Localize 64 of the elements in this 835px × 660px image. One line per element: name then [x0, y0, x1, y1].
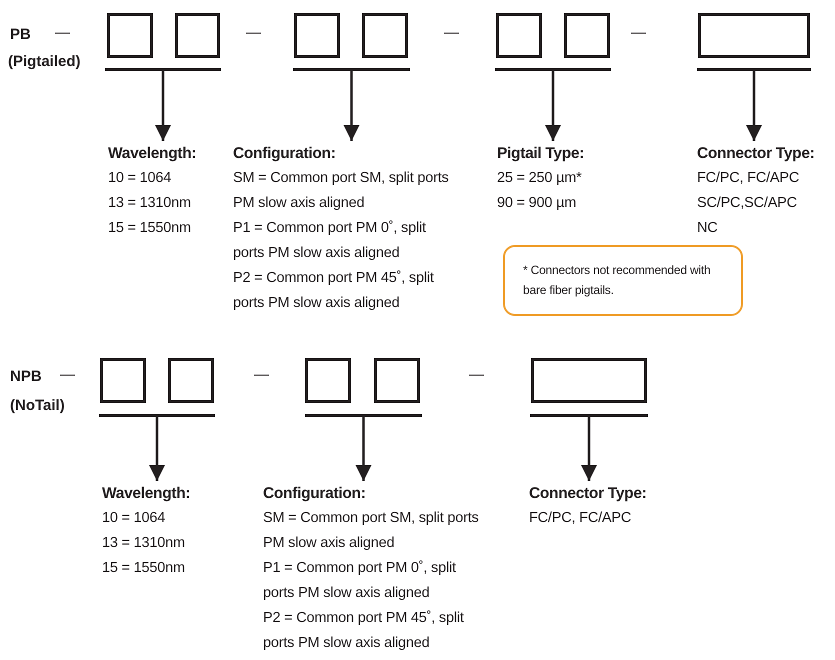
code-box — [305, 358, 351, 403]
separator-dash: — — [469, 365, 484, 385]
underline-bar — [697, 68, 811, 71]
option-heading: Configuration: — [263, 484, 367, 504]
option-text: P1 = Common port PM 0˚, split ports PM slow axis aligned — [263, 559, 457, 603]
arrow — [746, 71, 762, 141]
arrow — [344, 71, 360, 141]
option-text: FC/PC, FC/APC — [697, 169, 800, 188]
option-text: SM = Common port SM, split ports PM slow axis aligned — [263, 509, 480, 553]
option-text: P2 = Common port PM 45˚, split ports PM slow axis aligned — [263, 609, 465, 653]
code-box — [374, 358, 420, 403]
code-box — [362, 13, 408, 58]
option-heading: Wavelength: — [102, 484, 192, 504]
option-text: 25 = 250 µm* — [497, 169, 583, 188]
separator-dash: — — [444, 23, 459, 43]
code-box — [496, 13, 542, 58]
option-heading: Configuration: — [233, 144, 337, 164]
option-text: 10 = 1064 — [102, 509, 166, 528]
option-heading: Pigtail Type: — [497, 144, 586, 164]
code-prefix: NPB — [10, 367, 42, 387]
arrow — [545, 71, 561, 141]
separator-dash: — — [254, 365, 269, 385]
option-text: SM = Common port SM, split ports PM slow axis aligned — [233, 169, 450, 213]
note-text: * Connectors not recommended with bare fiber pigtails. — [523, 262, 712, 299]
option-text: FC/PC, FC/APC — [529, 509, 632, 528]
arrow — [155, 71, 171, 141]
underline-bar — [99, 414, 215, 417]
separator-dash: — — [55, 23, 70, 43]
option-text: SC/PC,SC/APC — [697, 194, 798, 213]
code-prefix: PB — [10, 25, 31, 45]
option-heading: Wavelength: — [108, 144, 198, 164]
arrow — [149, 417, 165, 481]
separator-dash: — — [60, 365, 75, 385]
code-box — [175, 13, 220, 58]
option-text: 10 = 1064 — [108, 169, 172, 188]
option-heading: Connector Type: — [697, 144, 816, 164]
option-text: P1 = Common port PM 0˚, split ports PM slow axis aligned — [233, 219, 427, 263]
code-prefix: (Pigtailed) — [8, 52, 81, 72]
underline-bar — [305, 414, 422, 417]
arrow — [581, 417, 597, 481]
option-text: NC — [697, 219, 719, 238]
code-prefix: (NoTail) — [10, 396, 65, 416]
option-heading: Connector Type: — [529, 484, 648, 504]
underline-bar — [105, 68, 221, 71]
code-box — [100, 358, 146, 403]
underline-bar — [530, 414, 648, 417]
option-text: 13 = 1310nm — [102, 534, 186, 553]
option-text: P2 = Common port PM 45˚, split ports PM slow axis aligned — [233, 269, 435, 313]
separator-dash: — — [631, 23, 646, 43]
option-text: 13 = 1310nm — [108, 194, 192, 213]
option-text: 15 = 1550nm — [108, 219, 192, 238]
separator-dash: — — [246, 23, 261, 43]
code-box — [294, 13, 340, 58]
underline-bar — [495, 68, 611, 71]
note-box — [503, 245, 743, 316]
option-text: 15 = 1550nm — [102, 559, 186, 578]
code-box — [564, 13, 610, 58]
code-box — [531, 358, 647, 403]
option-text: 90 = 900 µm — [497, 194, 578, 213]
arrow — [356, 417, 372, 481]
code-box — [107, 13, 153, 58]
underline-bar — [293, 68, 410, 71]
code-box — [168, 358, 214, 403]
code-box — [698, 13, 810, 58]
